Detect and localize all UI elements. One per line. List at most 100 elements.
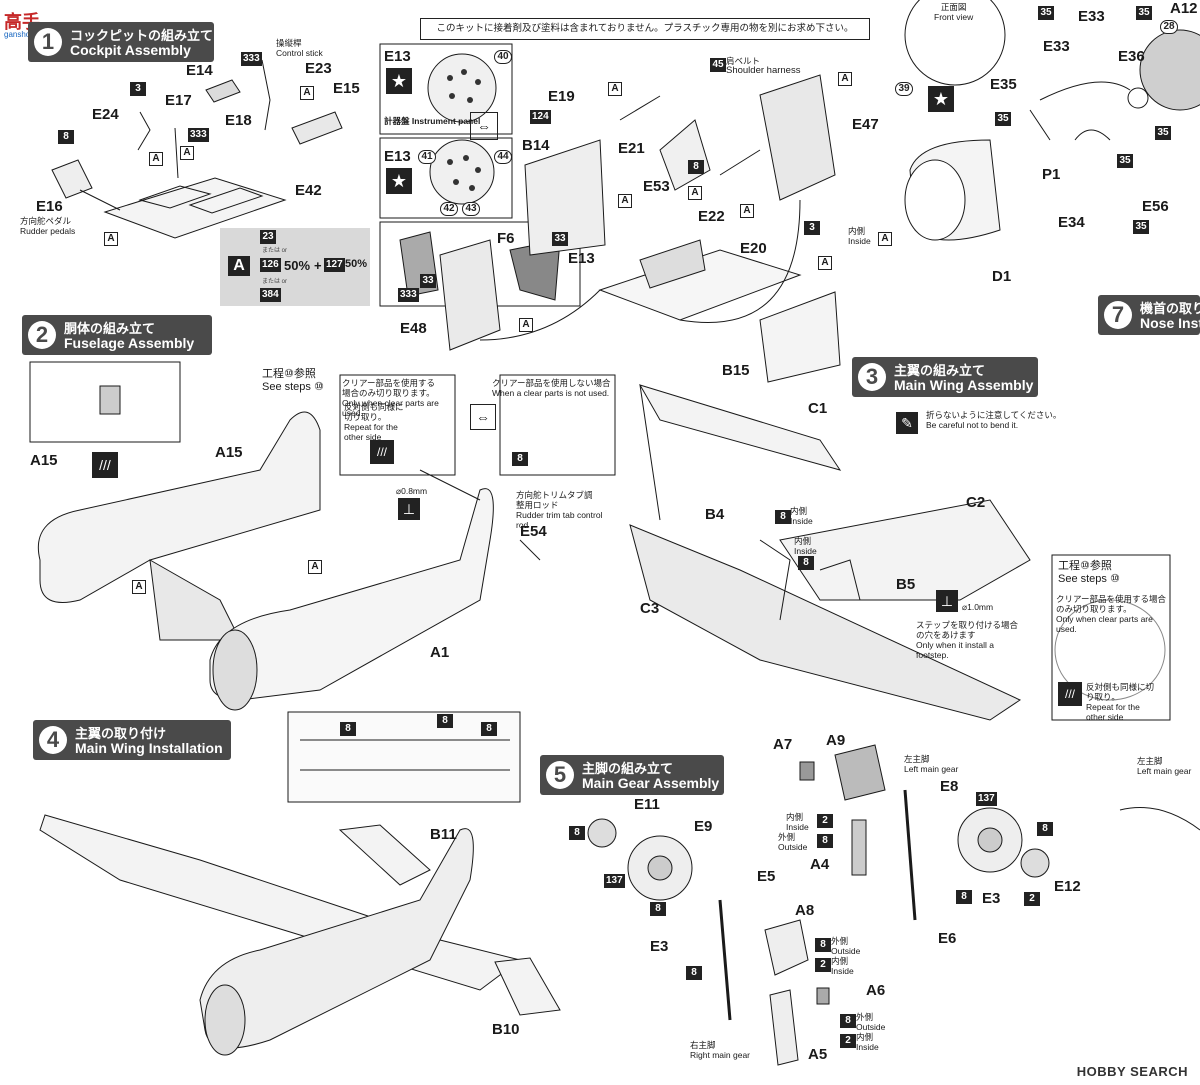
note-jp: 方向舵ペダル [20, 216, 72, 226]
part-label: E23 [305, 60, 332, 77]
paint-code: 28 [1160, 20, 1178, 34]
part-label: B10 [492, 1021, 520, 1038]
swap-arrow-icon: ⇔ [470, 112, 498, 140]
step-5-header: 5 主脚の組み立て Main Gear Assembly [540, 755, 724, 795]
part-label: E54 [520, 523, 547, 540]
note-en: When a clear parts is not used. [492, 388, 610, 398]
paint-code: 35 [1155, 126, 1171, 140]
part-label: A4 [810, 856, 830, 873]
part-label: C3 [640, 600, 660, 617]
part-label: E3 [982, 890, 1001, 907]
paint-code: 35 [1133, 220, 1149, 234]
watermark: HOBBY SEARCH [1076, 1064, 1188, 1079]
paint-code: 3 [804, 221, 820, 235]
part-label: P1 [1042, 166, 1061, 183]
part-e14-shape [205, 79, 241, 103]
part-label: A5 [808, 1046, 828, 1063]
panel-b15 [759, 291, 841, 383]
step-number: 7 [1104, 301, 1132, 329]
part-a9-shape [834, 744, 886, 801]
step-title-en: Nose Inst [1140, 315, 1200, 331]
note-en: Only when it install a footstep. [916, 640, 994, 660]
paint-code: 8 [437, 714, 453, 728]
step-title-jp: コックピットの組み立て [70, 28, 214, 43]
part-label: E36 [1118, 48, 1145, 65]
note-jp: 内側 [848, 226, 866, 236]
paint-code: 8 [569, 826, 585, 840]
note-en: Front view [934, 12, 974, 22]
part-label: E22 [698, 208, 725, 225]
see-steps-note: 工程⑩参照 See steps ⑩ [262, 368, 324, 394]
step-title-en: Cockpit Assembly [70, 42, 191, 58]
paint-code: 333 [188, 128, 209, 142]
part-label: E42 [295, 182, 322, 199]
note-jp: ステップを取り付ける場合の穴をあけます [916, 620, 1019, 640]
engine-a12 [1139, 29, 1200, 111]
mix-or-2: または or [262, 279, 288, 285]
part-label: E33 [1078, 8, 1105, 25]
wing-c3 [629, 524, 1022, 721]
note-jp: 外側 [831, 936, 849, 946]
part-label: E19 [548, 88, 575, 105]
note-en: Inside [790, 516, 813, 526]
paint-code: 8 [817, 834, 833, 848]
part-label: B15 [722, 362, 750, 379]
step-title-jp: 胴体の組み立て [64, 321, 156, 336]
rudder-pedals-note: 方向舵ペダル Rudder pedals [20, 216, 75, 236]
mirror-icon: /// [370, 440, 394, 464]
paint-code: 8 [58, 130, 74, 144]
note-jp: 内側 [831, 956, 849, 966]
step-number: 2 [28, 321, 56, 349]
note-jp: 右主脚 [690, 1040, 716, 1050]
assembly-ref: A [180, 146, 194, 160]
step-title-en: Fuselage Assembly [64, 335, 195, 351]
note-en: Left main gear [904, 764, 959, 774]
part-a6-shape [816, 987, 830, 1005]
note-en: Repeat for the other side [1086, 702, 1140, 722]
note-en: Outside [778, 842, 808, 852]
step-4-header: 4 主翼の取り付け Main Wing Installation [33, 720, 231, 760]
part-label: A8 [795, 902, 815, 919]
note-jp: 折らないように注意してください。 [926, 410, 1062, 420]
part-label: C1 [808, 400, 828, 417]
note-jp: 反対側も同様に切り取り。 [344, 402, 404, 422]
outside-note: 外側 Outside [831, 936, 860, 956]
step-2-header: 2 胴体の組み立て Fuselage Assembly [22, 315, 212, 355]
part-label: E34 [1058, 214, 1085, 231]
note-en: Control stick [276, 48, 323, 58]
paint-code: 8 [340, 722, 356, 736]
part-label: A7 [773, 736, 793, 753]
note-en: Inside [848, 236, 871, 246]
paint-code: 44 [494, 150, 512, 164]
part-label: E56 [1142, 198, 1169, 215]
step-title-en: Main Wing Installation [75, 740, 223, 756]
instrument-panel-top [427, 53, 497, 123]
part-label: E16 [36, 198, 63, 215]
drill-10-note: ⌀1.0mm [962, 602, 994, 612]
paint-code: 33 [420, 274, 436, 288]
part-label: A1 [430, 644, 450, 661]
part-label: C2 [966, 494, 986, 511]
part-label: F6 [497, 230, 515, 247]
note-jp: 内側 [786, 812, 804, 822]
paint-code: 35 [995, 112, 1011, 126]
wing-c2 [779, 499, 1031, 601]
paint-mix-box: A 23 または or 126 50% + 127 50% または or 384 [220, 228, 370, 306]
part-label: E13 [384, 48, 411, 65]
assembly-ref: A [608, 82, 622, 96]
assembly-ref: A [300, 86, 314, 100]
part-label: A6 [866, 982, 886, 999]
control-stick-note: 操縦桿 Control stick [276, 38, 323, 58]
paint-code: 8 [686, 966, 702, 980]
part-label: E35 [990, 76, 1017, 93]
careful-note: 折らないように注意してください。 Be careful not to bend … [926, 410, 1061, 430]
assembly-ref: A [132, 580, 146, 594]
wheel-e11 [587, 818, 617, 848]
step-7-header: 7 機首の取り Nose Inst [1098, 295, 1200, 335]
part-a4-shape [851, 819, 867, 876]
note-en: Inside [856, 1042, 879, 1052]
part-label: E3 [650, 938, 669, 955]
front-view-circle [904, 0, 1006, 86]
mix-percent-1: 50% [284, 258, 311, 273]
paint-code: 333 [398, 288, 419, 302]
